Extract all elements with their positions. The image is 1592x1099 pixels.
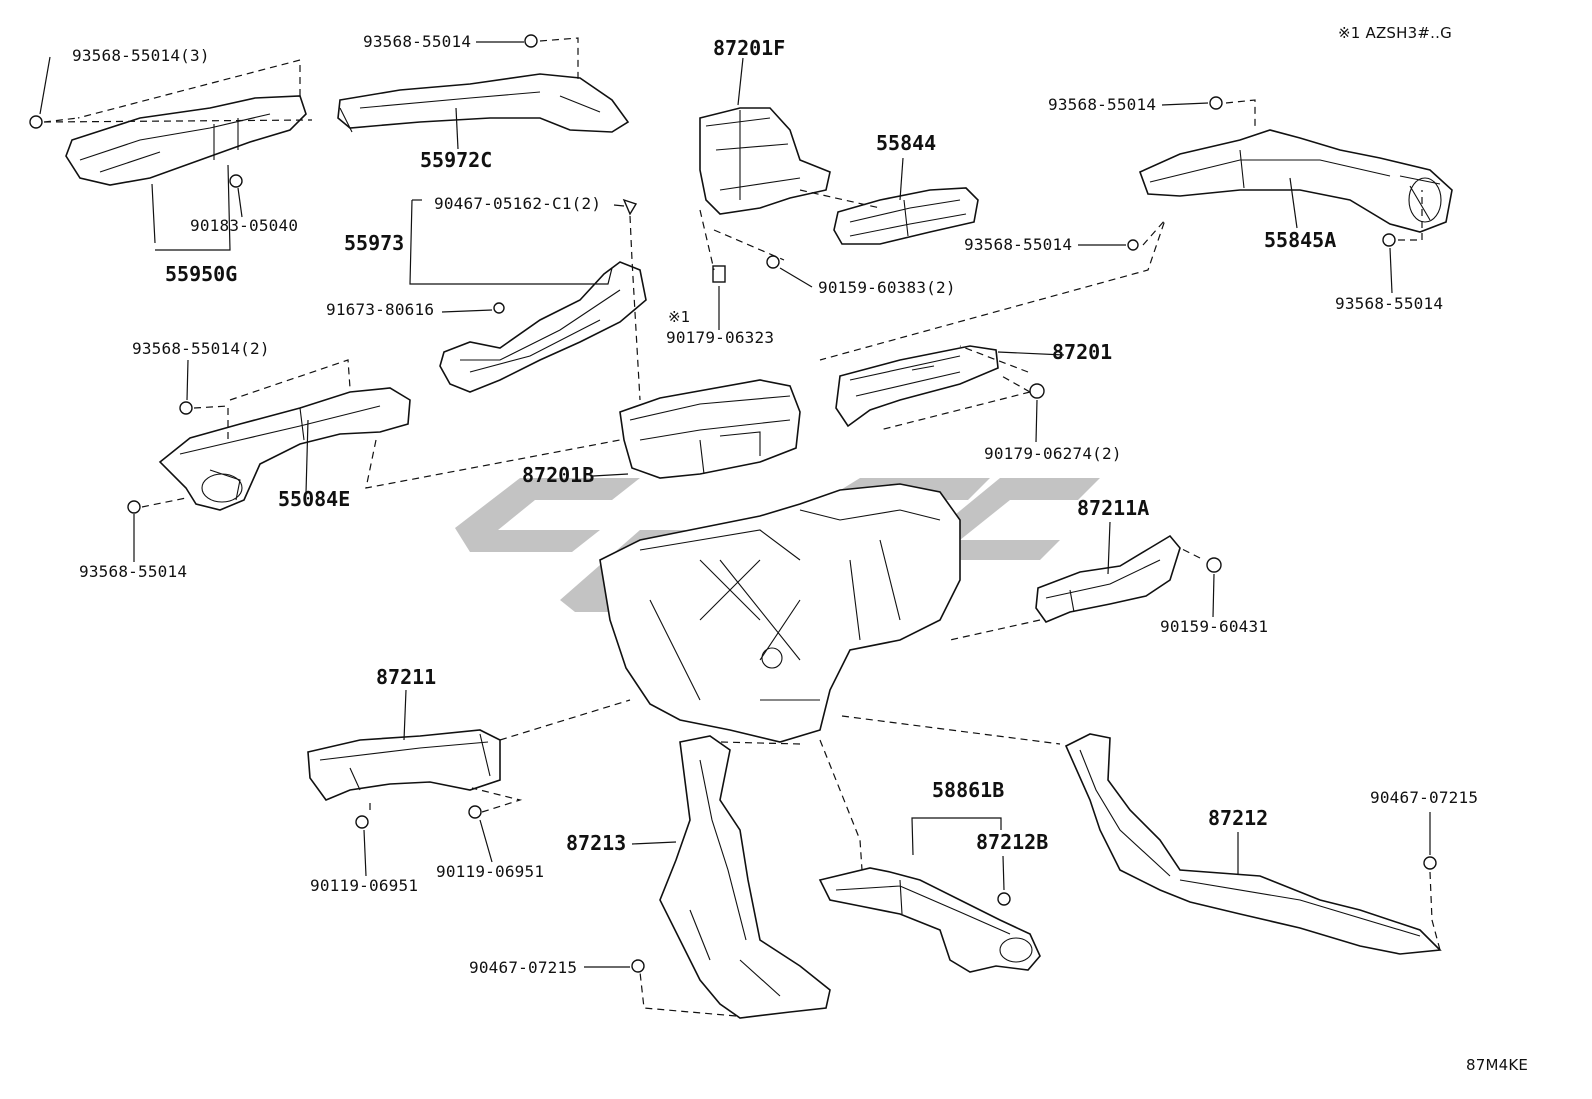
- part-87211: [307, 729, 501, 801]
- callout-58861B: 58861B: [932, 778, 1005, 802]
- callout-55845A: 55845A: [1264, 228, 1337, 252]
- callout-93568-55014-left: 93568-55014: [79, 562, 188, 581]
- callout-55973: 55973: [344, 231, 405, 255]
- applicability-note: ※1 AZSH3#..G: [1338, 24, 1452, 42]
- callout-90183-05040: 90183-05040: [190, 216, 299, 235]
- part-55845A: [1138, 129, 1453, 233]
- callout-87201B: 87201B: [522, 463, 595, 487]
- callout-90119-06951-right: 90119-06951: [436, 862, 545, 881]
- callout-87212: 87212: [1208, 806, 1269, 830]
- part-55084E: [158, 387, 411, 511]
- callout-93568-55014-far-right: 93568-55014: [1335, 294, 1444, 313]
- callout-90159-60431: 90159-60431: [1160, 617, 1269, 636]
- callout-91673-80616: 91673-80616: [326, 300, 435, 319]
- callout-90119-06951-left: 90119-06951: [310, 876, 419, 895]
- part-58861B: [818, 867, 1041, 973]
- fasteners: [29, 34, 1437, 973]
- part-87201: [835, 345, 999, 428]
- part-87201B: [619, 379, 801, 479]
- callout-87201F: 87201F: [713, 36, 786, 60]
- callout-87213: 87213: [566, 831, 627, 855]
- callout-93568-55014-right: 93568-55014: [1048, 95, 1157, 114]
- callout-90467-05162-C1: 90467-05162-C1(2): [434, 194, 602, 213]
- dashed-alignment-lines: [43, 37, 1441, 1017]
- callout-90159-60383: 90159-60383(2): [818, 278, 956, 297]
- part-55972C: [337, 73, 630, 133]
- callout-90467-07215-right: 90467-07215: [1370, 788, 1479, 807]
- part-87211A: [1035, 534, 1181, 623]
- part-55973: [439, 261, 647, 393]
- callout-note-mark: ※1: [668, 308, 691, 326]
- callout-87201: 87201: [1052, 340, 1113, 364]
- callout-93568-55014-top: 93568-55014: [363, 32, 472, 51]
- callout-87211: 87211: [376, 665, 437, 689]
- callout-87211A: 87211A: [1077, 496, 1150, 520]
- callout-55950G: 55950G: [165, 262, 238, 286]
- callout-90179-06323: 90179-06323: [666, 328, 775, 347]
- callout-87212B: 87212B: [976, 830, 1049, 854]
- callout-93568-55014-3: 93568-55014(3): [72, 46, 210, 65]
- callout-90467-07215-left: 90467-07215: [469, 958, 578, 977]
- diagram-code: 87M4KE: [1466, 1056, 1529, 1074]
- leader-lines: [39, 41, 1431, 968]
- part-87213: [659, 735, 831, 1019]
- part-55950G: [65, 95, 307, 186]
- callout-93568-55014-2: 93568-55014(2): [132, 339, 270, 358]
- part-87212: [1064, 733, 1442, 955]
- part-hvac-unit: [599, 483, 961, 743]
- callout-55844: 55844: [876, 131, 937, 155]
- part-87201F: [699, 107, 831, 215]
- part-55844: [833, 187, 979, 245]
- callout-55084E: 55084E: [278, 487, 351, 511]
- callout-90179-06274: 90179-06274(2): [984, 444, 1122, 463]
- callout-93568-55014-mid: 93568-55014: [964, 235, 1073, 254]
- callout-55972C: 55972C: [420, 148, 493, 172]
